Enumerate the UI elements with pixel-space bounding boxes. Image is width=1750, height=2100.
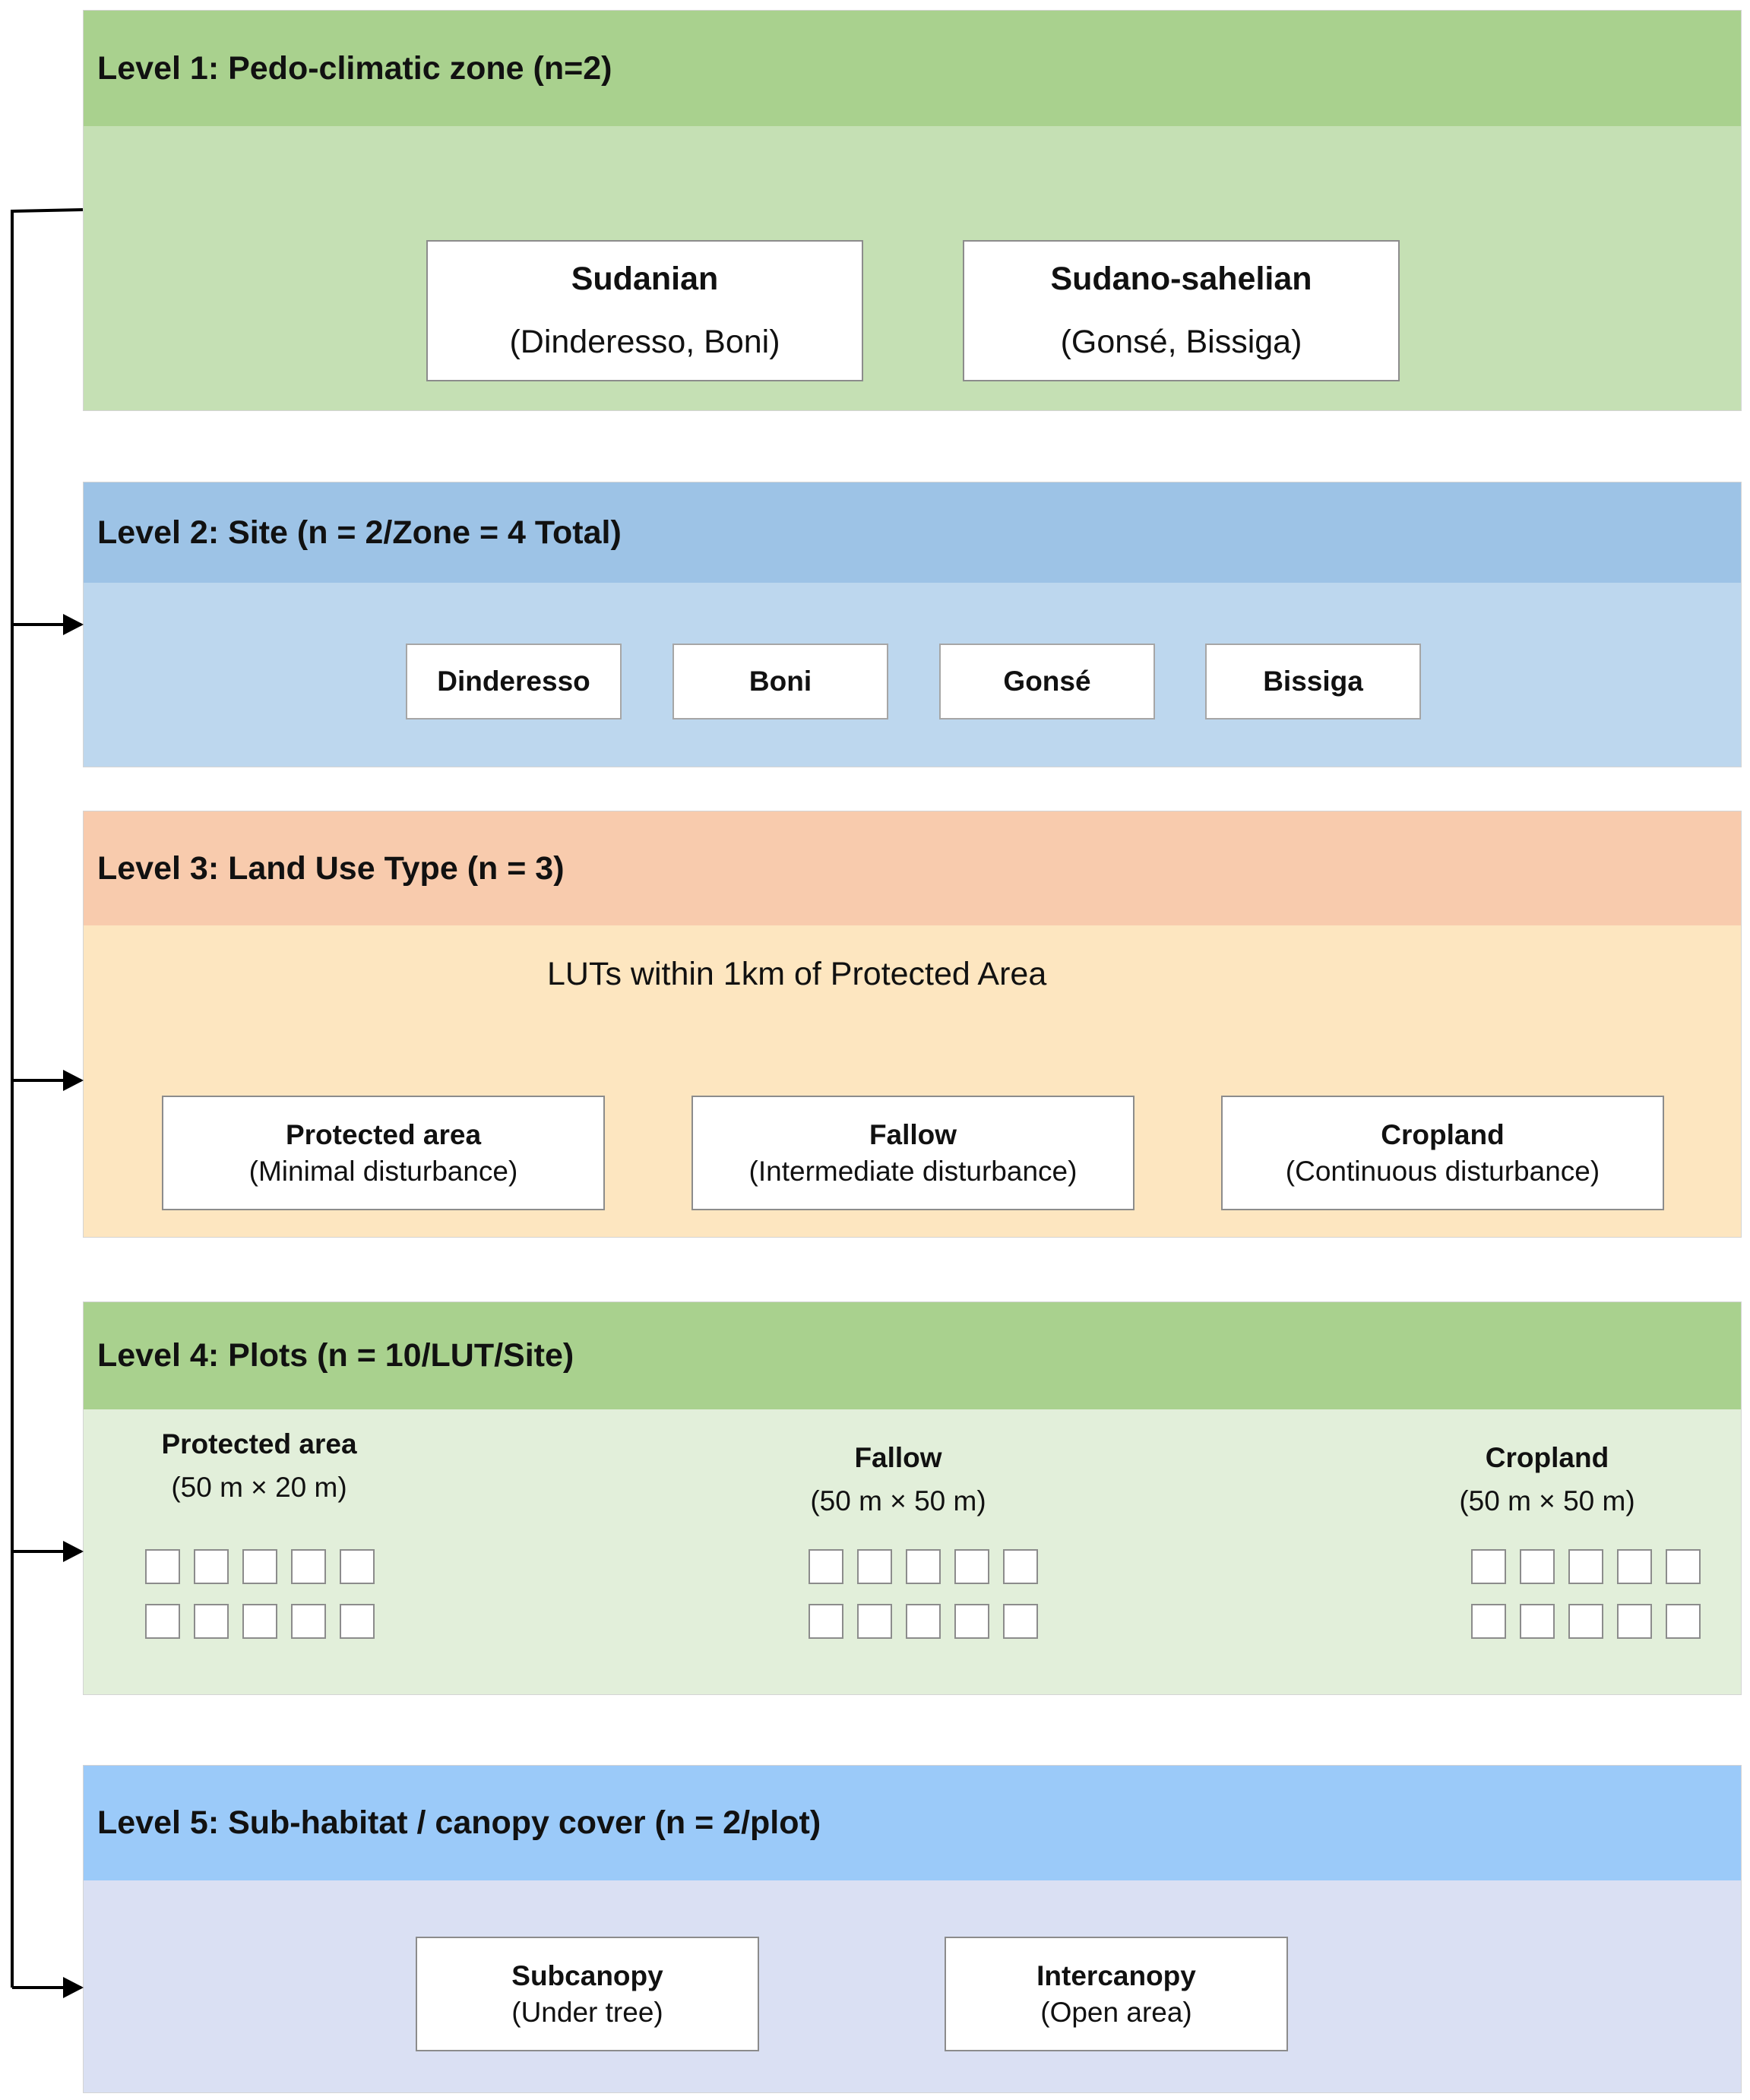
- lut-disturbance: (Minimal disturbance): [248, 1155, 518, 1187]
- plot-square: [340, 1549, 375, 1584]
- plot-square: [857, 1549, 892, 1584]
- arrowhead-icon: [63, 1070, 84, 1091]
- plot-square: [1471, 1549, 1506, 1584]
- level-1-title: Level 1: Pedo-climatic zone (n=2): [97, 49, 612, 87]
- plot-square: [291, 1604, 326, 1639]
- zone-name: Sudanian: [571, 261, 719, 297]
- plot-group-cropland: Cropland (50 m × 50 m): [1433, 1436, 1661, 1523]
- plot-square: [1003, 1604, 1038, 1639]
- plot-square: [857, 1604, 892, 1639]
- arrowhead-icon: [63, 1541, 84, 1562]
- level-5-body: [84, 1880, 1741, 2092]
- zone-name: Sudano-sahelian: [1050, 261, 1312, 297]
- site-name: Boni: [748, 666, 812, 697]
- plot-square: [242, 1604, 277, 1639]
- plot-square: [194, 1604, 229, 1639]
- canopy-description: (Under tree): [511, 1996, 663, 2028]
- plot-square: [954, 1549, 989, 1584]
- plot-square: [1666, 1604, 1701, 1639]
- plot-square: [1003, 1549, 1038, 1584]
- level-3-panel: Level 3: Land Use Type (n = 3) LUTs with…: [83, 811, 1742, 1238]
- plot-square: [809, 1549, 843, 1584]
- site-name: Bissiga: [1263, 666, 1363, 697]
- level-2-panel: Level 2: Site (n = 2/Zone = 4 Total) Din…: [83, 482, 1742, 767]
- plot-square: [1617, 1549, 1652, 1584]
- plot-square: [906, 1549, 941, 1584]
- lut-box-cropland: Cropland (Continuous disturbance): [1221, 1096, 1664, 1210]
- level-2-header: Level 2: Site (n = 2/Zone = 4 Total): [84, 482, 1741, 583]
- canopy-name: Subcanopy: [511, 1959, 663, 1991]
- arrowhead-icon: [63, 1977, 84, 1998]
- plot-square: [291, 1549, 326, 1584]
- plot-size: (50 m × 50 m): [1459, 1485, 1635, 1516]
- zone-box-sudano-sahelian: Sudano-sahelian (Gonsé, Bissiga): [963, 240, 1400, 381]
- level-1-panel: Level 1: Pedo-climatic zone (n=2) Sudani…: [83, 10, 1742, 411]
- canopy-box-intercanopy: Intercanopy (Open area): [945, 1937, 1288, 2051]
- zone-sites: (Gonsé, Bissiga): [1060, 324, 1302, 360]
- connector-trunk: [11, 208, 84, 1988]
- plot-square: [1617, 1604, 1652, 1639]
- plot-size: (50 m × 50 m): [810, 1485, 986, 1516]
- plot-square: [1568, 1604, 1603, 1639]
- plot-group-protected-area: Protected area (50 m × 20 m): [145, 1422, 373, 1509]
- level-1-header: Level 1: Pedo-climatic zone (n=2): [84, 11, 1741, 126]
- plot-square: [340, 1604, 375, 1639]
- lut-box-fallow: Fallow (Intermediate disturbance): [691, 1096, 1134, 1210]
- lut-disturbance: (Continuous disturbance): [1285, 1155, 1600, 1187]
- level-3-title: Level 3: Land Use Type (n = 3): [97, 849, 565, 887]
- plot-square: [1666, 1549, 1701, 1584]
- level-5-panel: Level 5: Sub-habitat / canopy cover (n =…: [83, 1765, 1742, 2093]
- plot-group-name: Cropland: [1485, 1442, 1609, 1473]
- lut-box-protected-area: Protected area (Minimal disturbance): [162, 1096, 605, 1210]
- lut-name: Protected area: [285, 1118, 482, 1150]
- lut-name: Cropland: [1381, 1118, 1505, 1150]
- plot-square: [1520, 1604, 1555, 1639]
- site-name: Gonsé: [1003, 666, 1091, 697]
- plot-square: [809, 1604, 843, 1639]
- plot-group-fallow: Fallow (50 m × 50 m): [784, 1436, 1012, 1523]
- plot-square: [145, 1549, 180, 1584]
- plot-square: [1568, 1549, 1603, 1584]
- site-name: Dinderesso: [437, 666, 590, 697]
- arrowhead-icon: [63, 614, 84, 635]
- site-box-gonse: Gonsé: [939, 644, 1155, 720]
- lut-disturbance: (Intermediate disturbance): [748, 1155, 1078, 1187]
- plot-square: [145, 1604, 180, 1639]
- plot-square: [906, 1604, 941, 1639]
- canopy-name: Intercanopy: [1036, 1959, 1196, 1991]
- site-box-boni: Boni: [672, 644, 888, 720]
- level-2-title: Level 2: Site (n = 2/Zone = 4 Total): [97, 514, 622, 551]
- plot-square: [1520, 1549, 1555, 1584]
- lut-name: Fallow: [869, 1118, 957, 1150]
- site-box-bissiga: Bissiga: [1205, 644, 1421, 720]
- site-box-dinderesso: Dinderesso: [406, 644, 622, 720]
- canopy-description: (Open area): [1040, 1996, 1192, 2028]
- level-5-header: Level 5: Sub-habitat / canopy cover (n =…: [84, 1766, 1741, 1880]
- level-5-title: Level 5: Sub-habitat / canopy cover (n =…: [97, 1804, 821, 1841]
- level-3-header: Level 3: Land Use Type (n = 3): [84, 811, 1741, 925]
- plot-square: [194, 1549, 229, 1584]
- level-1-body: [84, 126, 1741, 410]
- level-4-title: Level 4: Plots (n = 10/LUT/Site): [97, 1337, 574, 1374]
- plot-size: (50 m × 20 m): [171, 1472, 347, 1503]
- level-4-header: Level 4: Plots (n = 10/LUT/Site): [84, 1302, 1741, 1409]
- plot-square: [1471, 1604, 1506, 1639]
- zone-sites: (Dinderesso, Boni): [509, 324, 780, 360]
- zone-box-sudanian: Sudanian (Dinderesso, Boni): [426, 240, 863, 381]
- level-2-body: [84, 583, 1741, 767]
- canopy-box-subcanopy: Subcanopy (Under tree): [416, 1937, 759, 2051]
- plot-square: [242, 1549, 277, 1584]
- plot-square: [954, 1604, 989, 1639]
- level-4-panel: Level 4: Plots (n = 10/LUT/Site) Protect…: [83, 1301, 1742, 1695]
- lut-caption: LUTs within 1km of Protected Area: [547, 956, 1047, 992]
- plot-group-name: Protected area: [161, 1428, 357, 1460]
- plot-group-name: Fallow: [854, 1442, 942, 1473]
